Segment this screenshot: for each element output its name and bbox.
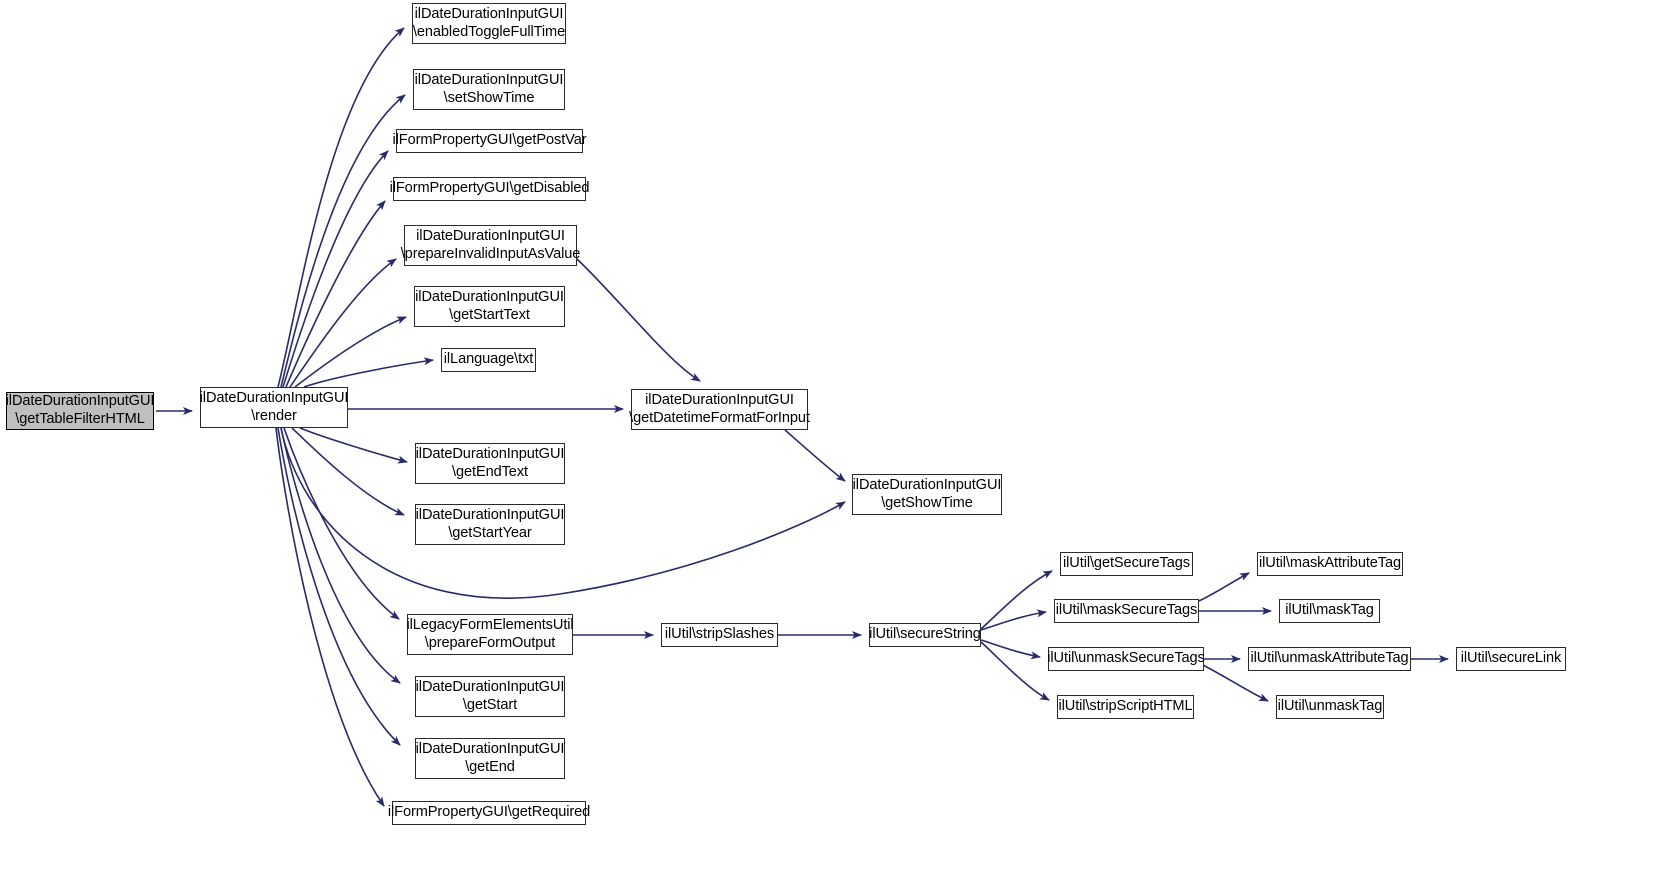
graph-edge-secureString-to-maskSecureTags [980, 609, 1047, 631]
graph-node-setShowTime[interactable]: ilDateDurationInputGUI \setShowTime [413, 69, 565, 110]
graph-edge-maskSecureTags-to-maskAttributeTag [1198, 572, 1250, 602]
graph-node-stripScriptHTML[interactable]: ilUtil\stripScriptHTML [1057, 695, 1194, 719]
graph-node-maskAttributeTag[interactable]: ilUtil\maskAttributeTag [1257, 552, 1403, 576]
graph-edge-render-to-prepareInvalidInputAsValue [289, 258, 397, 388]
graph-node-maskSecureTags[interactable]: ilUtil\maskSecureTags [1054, 599, 1199, 623]
graph-edge-render-to-getEndText [299, 427, 408, 464]
graph-node-unmaskSecureTags[interactable]: ilUtil\unmaskSecureTags [1047, 647, 1205, 671]
graph-node-getStartYear[interactable]: ilDateDurationInputGUI \getStartYear [415, 504, 565, 545]
graph-node-unmaskAttributeTag[interactable]: ilUtil\unmaskAttributeTag [1248, 647, 1411, 671]
graph-edge-render-to-getDisabled [285, 200, 386, 388]
graph-edge-render-to-getPostVar [282, 150, 389, 388]
graph-edge-render-to-prepareFormOutput [283, 427, 400, 620]
graph-edge-secureString-to-unmaskSecureTags [980, 639, 1041, 660]
graph-node-getEnd[interactable]: ilDateDurationInputGUI \getEnd [415, 738, 565, 779]
graph-node-getPostVar[interactable]: ilFormPropertyGUI\getPostVar [393, 129, 587, 153]
graph-edge-render-to-setShowTime [280, 94, 406, 388]
graph-node-unmaskTag[interactable]: ilUtil\unmaskTag [1276, 695, 1384, 719]
graph-node-prepareInvalidInputAsValue[interactable]: ilDateDurationInputGUI \prepareInvalidIn… [401, 225, 580, 266]
graph-node-getShowTime[interactable]: ilDateDurationInputGUI \getShowTime [852, 474, 1002, 515]
graph-edge-render-to-getStartText [294, 316, 407, 388]
graph-node-render[interactable]: ilDateDurationInputGUI \render [200, 387, 348, 428]
graph-edge-render-to-getStartYear [291, 427, 405, 516]
graph-node-getSecureTags[interactable]: ilUtil\getSecureTags [1060, 552, 1193, 576]
graph-edge-prepareInvalidInputAsValue-to-getDatetimeFormatForInput [576, 258, 701, 382]
graph-node-maskTag[interactable]: ilUtil\maskTag [1279, 599, 1380, 623]
graph-edge-secureString-to-stripScriptHTML [980, 641, 1050, 701]
graph-node-secureString[interactable]: ilUtil\secureString [869, 623, 981, 647]
graph-node-getStart[interactable]: ilDateDurationInputGUI \getStart [415, 676, 565, 717]
graph-node-getDisabled[interactable]: ilFormPropertyGUI\getDisabled [390, 177, 590, 201]
graph-node-secureLink[interactable]: ilUtil\secureLink [1456, 647, 1566, 671]
graph-node-getStartText[interactable]: ilDateDurationInputGUI \getStartText [414, 286, 565, 327]
graph-edge-render-to-getEnd [277, 427, 401, 746]
graph-node-enabledToggleFullTime[interactable]: ilDateDurationInputGUI \enabledToggleFul… [412, 3, 566, 44]
graph-node-prepareFormOutput[interactable]: ilLegacyFormElementsUtil \prepareFormOut… [406, 614, 574, 655]
graph-edge-render-to-getStart [280, 427, 401, 684]
graph-edge-render-to-getRequired [275, 427, 385, 807]
graph-node-getTableFilterHTML[interactable]: ilDateDurationInputGUI \getTableFilterHT… [6, 392, 154, 430]
graph-edge-getDatetimeFormatForInput-to-getShowTime [784, 429, 846, 482]
graph-node-getEndText[interactable]: ilDateDurationInputGUI \getEndText [415, 443, 565, 484]
graph-edge-render-to-txt [303, 357, 434, 388]
graph-node-getDatetimeFormatForInput[interactable]: ilDateDurationInputGUI \getDatetimeForma… [629, 389, 810, 430]
graph-edge-secureString-to-getSecureTags [980, 570, 1053, 630]
graph-node-stripSlashes[interactable]: ilUtil\stripSlashes [661, 623, 778, 647]
graph-node-txt[interactable]: ilLanguage\txt [441, 348, 536, 372]
graph-node-getRequired[interactable]: ilFormPropertyGUI\getRequired [388, 801, 590, 825]
graph-edge-render-to-enabledToggleFullTime [277, 27, 405, 388]
graph-edge-render-to-getShowTime [280, 427, 846, 599]
